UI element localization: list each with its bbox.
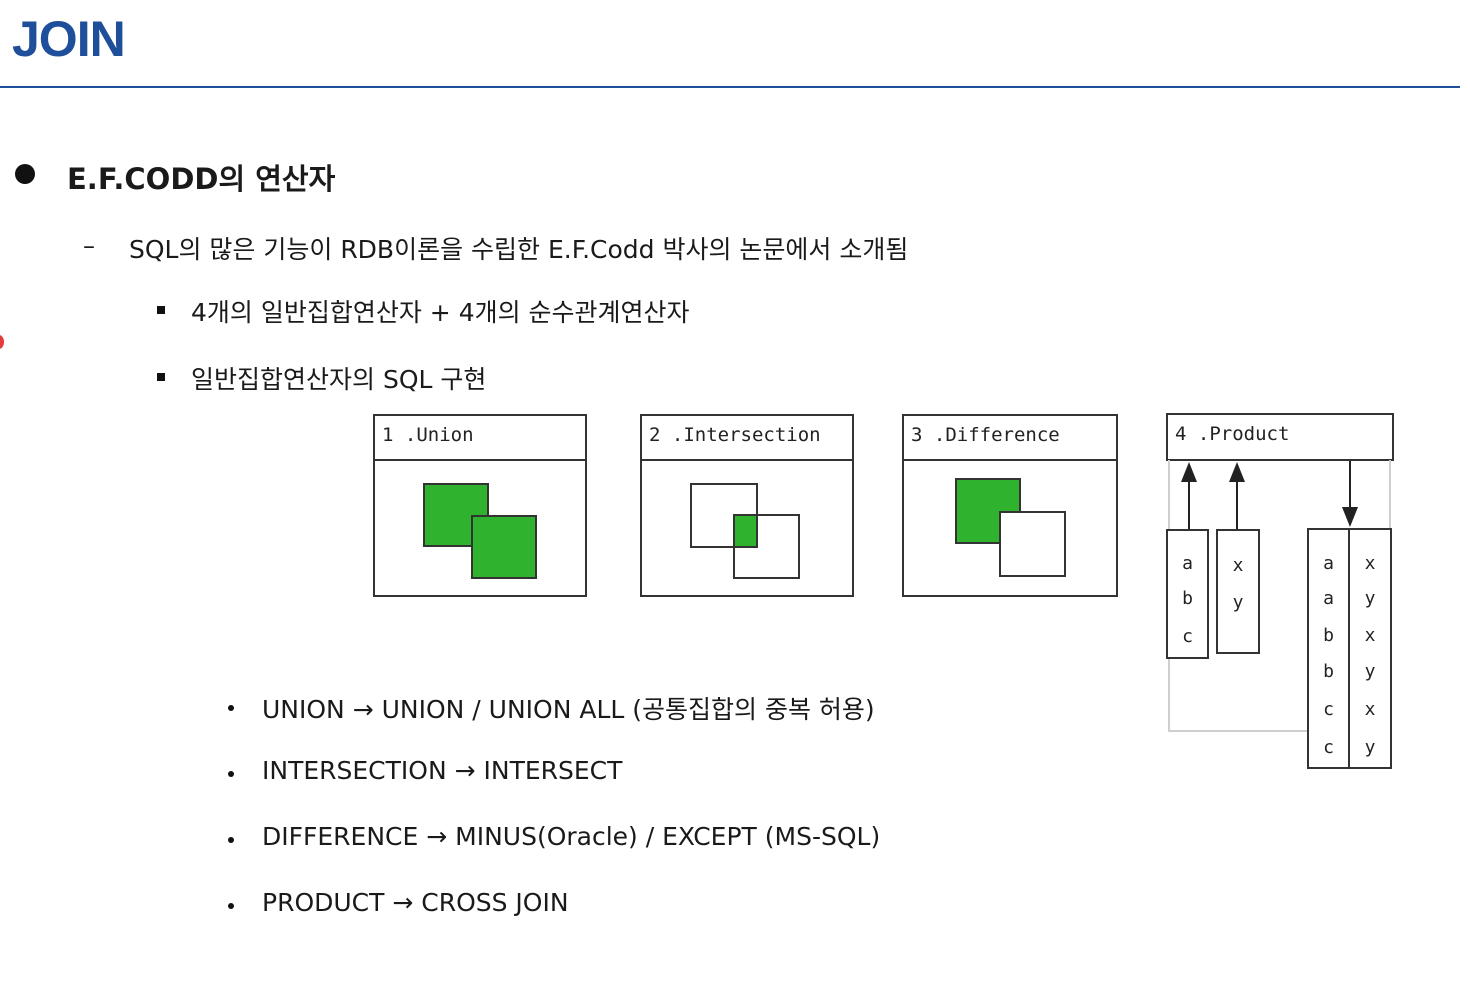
arrow-shaft (1349, 461, 1351, 509)
cell-value: y (1364, 737, 1376, 758)
union-label: 1 .Union (375, 416, 585, 461)
mapping-product: PRODUCT → CROSS JOIN (262, 888, 569, 917)
intersection-panel: 2 .Intersection (640, 414, 854, 597)
point-operators: 4개의 일반집합연산자 + 4개의 순수관계연산자 (191, 298, 690, 327)
cell-value: a (1182, 553, 1193, 574)
intersection-set-b (733, 514, 800, 579)
union-set-b (471, 515, 537, 579)
cell-value: c (1323, 699, 1334, 720)
mapping-difference: DIFFERENCE → MINUS(Oracle) / EXCEPT (MS-… (262, 822, 881, 851)
cell-value: a (1323, 588, 1334, 609)
square-bullet-icon (157, 373, 165, 381)
cell-value: y (1232, 592, 1244, 613)
cell-value: b (1323, 625, 1334, 646)
dot-bullet-icon (228, 771, 234, 777)
cell-value: b (1182, 588, 1193, 609)
difference-set-b (999, 511, 1066, 577)
product-result-col1: a a b b c c (1307, 528, 1350, 769)
cell-value: a (1323, 553, 1334, 574)
cell-value: x (1364, 625, 1376, 646)
intersection-overlap (734, 515, 758, 548)
product-table-xy: x y (1216, 529, 1260, 654)
product-label: 4 .Product (1175, 423, 1290, 445)
dot-bullet-icon (228, 903, 234, 909)
intersection-label: 2 .Intersection (642, 416, 852, 461)
arrow-shaft (1188, 480, 1190, 530)
section-subitem: SQL의 많은 기능이 RDB이론을 수립한 E.F.Codd 박사의 논문에서… (129, 235, 909, 264)
cell-value: c (1323, 737, 1334, 758)
difference-panel: 3 .Difference (902, 414, 1118, 597)
product-table-abc: a b c (1166, 529, 1209, 659)
cell-value: y (1364, 588, 1376, 609)
cell-value: x (1364, 699, 1376, 720)
arrow-up-icon (1229, 462, 1245, 482)
cell-value: b (1323, 661, 1334, 682)
cell-value: x (1364, 553, 1376, 574)
product-result-col2: x y x y x y (1348, 528, 1392, 769)
square-bullet-icon (157, 306, 165, 314)
union-panel: 1 .Union (373, 414, 587, 597)
dash-bullet-icon: – (83, 232, 95, 260)
mapping-intersection: INTERSECTION → INTERSECT (262, 756, 623, 785)
bullet-dot-icon (15, 164, 35, 184)
cell-value: c (1182, 626, 1193, 647)
title-divider (0, 86, 1460, 88)
arrow-down-icon (1342, 507, 1358, 527)
cell-value: y (1364, 661, 1376, 682)
mapping-union: UNION → UNION / UNION ALL (공통집합의 중복 허용) (262, 695, 875, 724)
laser-pointer-dot (0, 335, 4, 349)
dot-bullet-icon (228, 705, 234, 711)
section-heading: E.F.CODD의 연산자 (67, 162, 336, 196)
dot-bullet-icon (228, 837, 234, 843)
arrow-up-icon (1181, 462, 1197, 482)
arrow-shaft (1236, 480, 1238, 530)
cell-value: x (1232, 555, 1244, 576)
page-title: JOIN (12, 11, 126, 67)
point-sql-implementation: 일반집합연산자의 SQL 구현 (191, 365, 487, 394)
difference-label: 3 .Difference (904, 416, 1116, 461)
product-panel-header: 4 .Product (1166, 413, 1394, 461)
